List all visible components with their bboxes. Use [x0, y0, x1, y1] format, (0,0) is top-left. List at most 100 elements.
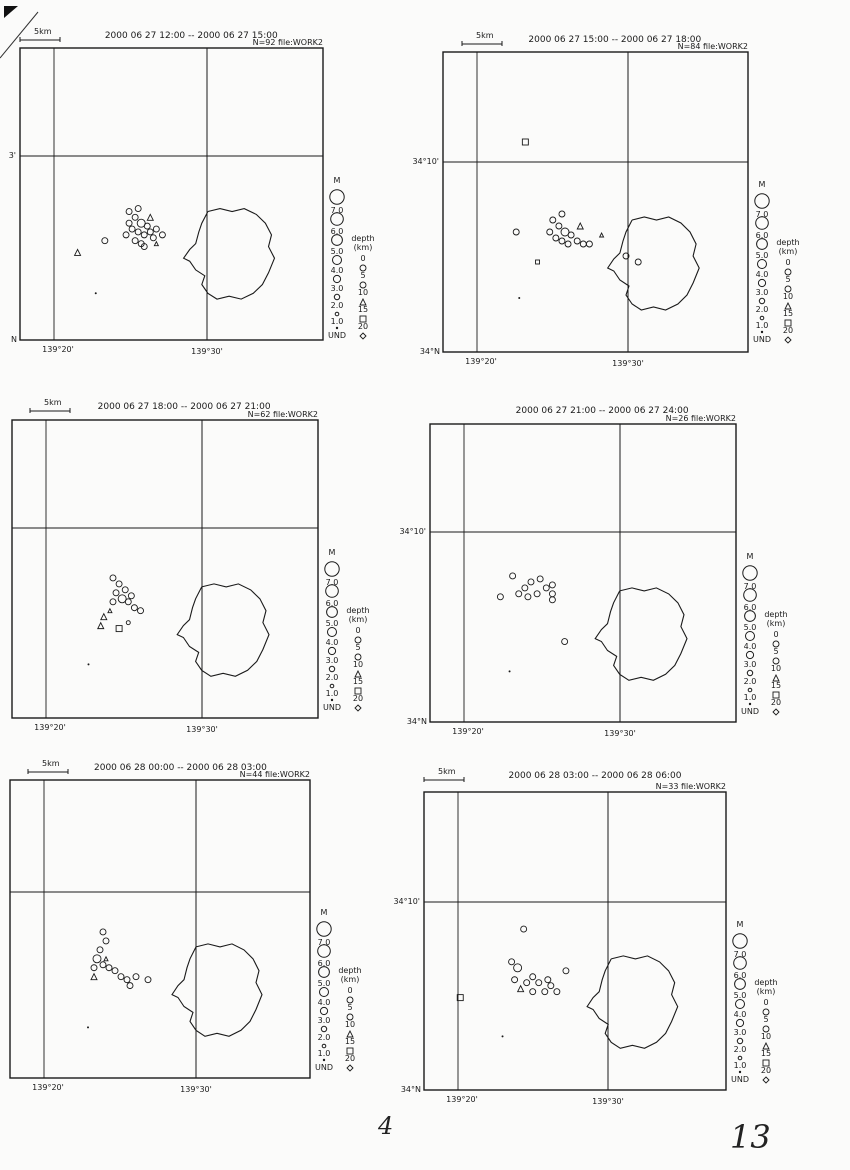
legend-depth-value: 20 — [358, 322, 368, 331]
longitude-label: 139°30' — [604, 729, 636, 738]
latitude-label: 34°10' — [399, 527, 426, 536]
event-symbol-depth-10 — [153, 240, 160, 247]
legend-magnitude-value: 1.0 — [326, 689, 339, 698]
legend: M7.06.05.04.03.02.01.0UNDdepth(km)051015… — [323, 548, 370, 712]
legend-und-label: UND — [315, 1063, 333, 1072]
map-plot — [429, 423, 737, 723]
event-symbol-depth-0 — [533, 590, 541, 598]
legend-magnitude-symbol — [327, 627, 337, 637]
legend-magnitude-value: 7.0 — [318, 938, 331, 947]
legend-magnitude-symbol — [327, 646, 337, 656]
event-symbol-depth-0 — [152, 225, 160, 233]
legend-magnitude-value: 5.0 — [318, 979, 331, 988]
time-range-label: 2000 06 28 03:00 -- 2000 06 28 06:00 — [509, 771, 682, 781]
legend-magnitude-symbol — [330, 212, 344, 226]
event-symbol-depth-0 — [123, 976, 131, 984]
count-file-label: N=33 file:WORK2 — [656, 782, 726, 791]
legend-und-symbol — [330, 698, 334, 702]
legend-magnitude-header: M — [759, 180, 766, 189]
legend-magnitude-value: 2.0 — [326, 673, 339, 682]
event-symbol-dot — [87, 663, 90, 666]
time-range-label: 2000 06 28 00:00 -- 2000 06 28 03:00 — [94, 763, 267, 773]
event-symbol-depth-0 — [553, 988, 561, 996]
legend-magnitude-value: 4.0 — [756, 270, 769, 279]
scale-bar-label: 5km — [44, 398, 62, 407]
legend-magnitude-value: 2.0 — [734, 1045, 747, 1054]
legend-magnitude-header: M — [737, 920, 744, 929]
legend: M7.06.05.04.03.02.01.0UNDdepth(km)051015… — [753, 180, 800, 344]
legend-depth-value: 0 — [785, 258, 790, 267]
event-symbol-depth-0 — [508, 958, 516, 966]
event-symbol-depth-0 — [111, 967, 119, 975]
legend-depth-symbol — [359, 281, 367, 289]
island-coastline — [182, 208, 276, 300]
legend-depth-unit: (km) — [354, 243, 373, 252]
legend-magnitude-value: 7.0 — [326, 578, 339, 587]
event-symbol-depth-0 — [547, 982, 555, 990]
legend-magnitude-value: 1.0 — [744, 693, 757, 702]
map-plot — [423, 791, 727, 1091]
legend-depth-value: 5 — [785, 275, 790, 284]
event-symbol-depth-15 — [456, 994, 464, 1002]
event-symbol-depth-0 — [143, 222, 151, 230]
event-symbol-depth-15 — [521, 138, 529, 146]
legend-magnitude-symbol — [326, 606, 338, 618]
legend-und-label: UND — [753, 335, 771, 344]
legend-und-label: UND — [328, 331, 346, 340]
legend-magnitude-symbol — [324, 561, 340, 577]
island-coastline — [171, 943, 263, 1037]
event-symbol-depth-0 — [126, 982, 134, 990]
latitude-base-label: 34°N — [420, 347, 440, 356]
event-symbol-depth-0 — [546, 228, 554, 236]
legend-depth-symbol — [346, 1047, 354, 1055]
event-symbol-depth-0 — [524, 593, 532, 601]
event-symbol-depth-10 — [516, 984, 525, 993]
event-symbol-depth-0 — [529, 988, 537, 996]
legend-und-symbol — [335, 326, 339, 330]
event-symbol-depth-0 — [558, 237, 566, 245]
legend-depth-symbol — [762, 1041, 770, 1050]
latitude-base-label: 34°N — [407, 717, 427, 726]
event-symbol-depth-0 — [511, 976, 519, 984]
legend-magnitude-symbol — [732, 933, 748, 949]
legend-depth-symbol — [784, 268, 792, 276]
legend-magnitude-value: 4.0 — [326, 638, 339, 647]
legend-magnitude-value: 3.0 — [326, 656, 339, 665]
time-range-label: 2000 06 27 12:00 -- 2000 06 27 15:00 — [105, 31, 278, 41]
time-range-label: 2000 06 27 21:00 -- 2000 06 27 24:00 — [516, 406, 689, 416]
event-symbol-depth-0 — [131, 237, 139, 245]
legend-magnitude-value: 2.0 — [331, 301, 344, 310]
legend-depth-unit: (km) — [757, 987, 776, 996]
event-symbol-depth-0 — [128, 225, 136, 233]
legend-magnitude-value: 3.0 — [734, 1028, 747, 1037]
legend-depth-symbol — [762, 1008, 770, 1016]
legend-magnitude-value: 7.0 — [744, 582, 757, 591]
event-symbol-depth-0 — [140, 243, 148, 251]
longitude-label: 139°20' — [32, 1083, 64, 1092]
latitude-label: 3' — [9, 151, 16, 160]
legend-depth-value: 0 — [347, 986, 352, 995]
legend-magnitude-symbol — [735, 999, 745, 1009]
legend-depth-symbol — [354, 669, 362, 678]
legend-depth-symbol — [772, 708, 780, 716]
latitude-label: 34°10' — [412, 157, 439, 166]
legend-magnitude-value: 7.0 — [331, 206, 344, 215]
legend-magnitude-value: 1.0 — [318, 1049, 331, 1058]
legend-depth-symbol — [354, 704, 362, 712]
event-symbol-depth-0 — [509, 572, 517, 580]
legend-magnitude-symbol — [756, 238, 768, 250]
legend-depth-value: 0 — [773, 630, 778, 639]
legend-magnitude-header: M — [321, 908, 328, 917]
event-symbol-depth-0 — [548, 590, 556, 598]
legend-depth-value: 5 — [773, 647, 778, 656]
legend-depth-value: 10 — [771, 664, 781, 673]
legend-magnitude-symbol — [319, 987, 329, 997]
event-symbol-depth-10 — [100, 612, 108, 621]
legend-magnitude-header: M — [329, 548, 336, 557]
legend-magnitude-symbol — [736, 1037, 744, 1045]
legend-depth-value: 10 — [783, 292, 793, 301]
longitude-label: 139°30' — [592, 1097, 624, 1106]
legend-depth-symbol — [772, 657, 780, 665]
